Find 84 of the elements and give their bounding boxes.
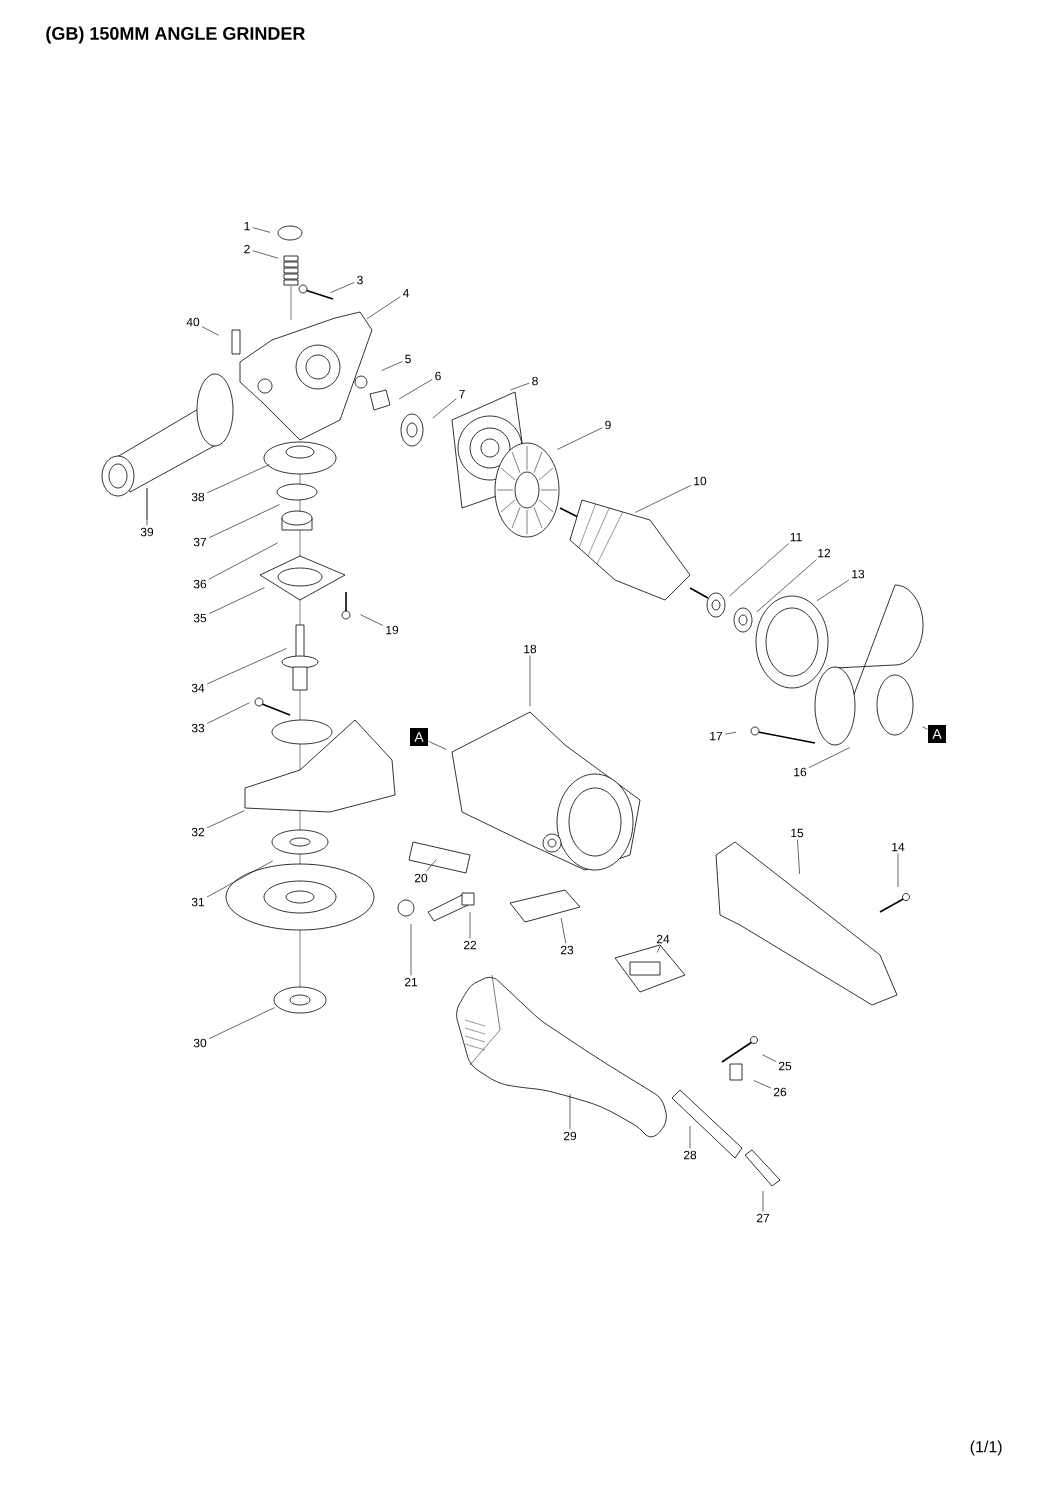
callout-number: 7: [459, 389, 465, 399]
callout-number: 9: [605, 420, 611, 430]
page-title: (GB) 150MM ANGLE GRINDER: [46, 26, 306, 44]
callout-number: 10: [694, 476, 707, 486]
callout-number: 30: [193, 1038, 207, 1048]
callout-number: 18: [524, 644, 537, 654]
callout-number: 11: [790, 532, 802, 542]
callout-number: 34: [191, 683, 205, 693]
callout-number: 25: [778, 1061, 792, 1071]
leader-line: [360, 614, 384, 626]
callout-number: 3: [357, 275, 363, 285]
leader-line: [206, 860, 274, 898]
callout-number: 6: [435, 371, 441, 381]
leader-line: [657, 945, 661, 953]
callout-number: 19: [386, 625, 399, 635]
callout-number: 15: [791, 828, 804, 838]
callout-number: 5: [405, 354, 411, 364]
callout-number: 16: [794, 767, 807, 777]
leader-line: [762, 1054, 777, 1062]
callout-number: 38: [191, 492, 205, 502]
leader-line: [560, 917, 567, 944]
callout-number: 22: [463, 940, 477, 950]
leader-line: [208, 504, 280, 539]
leader-line: [729, 543, 789, 597]
callout-number: 24: [656, 934, 670, 944]
callout-number: 4: [402, 288, 409, 298]
callout-number: 29: [563, 1131, 577, 1141]
page-number: (1/1): [970, 1440, 1002, 1456]
callout-number: 1: [244, 221, 250, 231]
callout-number: 8: [532, 376, 538, 386]
leader-line: [428, 741, 447, 750]
leader-line: [808, 747, 850, 768]
leader-line: [510, 382, 530, 391]
leader-line: [252, 227, 271, 233]
leader-line: [557, 427, 603, 450]
leader-line: [432, 398, 457, 419]
leader-line: [426, 859, 437, 872]
leader-line: [897, 853, 899, 888]
leader-line: [208, 542, 278, 580]
leader-line: [762, 1190, 764, 1212]
leader-line: [569, 1093, 571, 1130]
leader-line: [206, 702, 250, 724]
callout-number: 12: [818, 548, 831, 558]
callout-number: 23: [560, 945, 574, 955]
leader-line: [366, 296, 401, 319]
leader-line: [206, 648, 287, 685]
leader-line: [635, 485, 692, 513]
leader-line: [469, 911, 471, 939]
leader-line: [756, 559, 817, 613]
leader-line: [208, 1007, 275, 1039]
callout-number: 35: [193, 613, 207, 623]
leader-line: [252, 250, 279, 259]
callout-number: 26: [773, 1087, 787, 1097]
leader-line: [529, 655, 531, 707]
leader-line: [381, 361, 403, 371]
callout-number: 37: [193, 537, 207, 547]
callout-number: 39: [140, 527, 154, 537]
leader-line: [797, 839, 800, 875]
leader-line: [206, 464, 270, 494]
leader-line: [146, 487, 148, 526]
leader-line: [689, 1125, 691, 1149]
callout-number: 33: [191, 723, 205, 733]
leader-line: [724, 731, 737, 735]
leader-line: [330, 282, 355, 293]
callout-number: 28: [683, 1150, 697, 1160]
callout-number: 32: [191, 827, 205, 837]
callout-number: 40: [186, 317, 200, 327]
leader-line: [398, 379, 433, 400]
leader-line: [922, 726, 928, 730]
callout-number: 17: [710, 731, 723, 741]
leader-line: [206, 810, 245, 829]
callout-number: 36: [193, 579, 207, 589]
callout-number: 31: [191, 897, 205, 907]
callout-number: 2: [244, 244, 250, 254]
leader-line: [208, 587, 265, 615]
callout-number: 21: [404, 977, 418, 987]
callout-number: 20: [414, 873, 428, 883]
leader-line: [201, 326, 219, 336]
leader-line: [410, 923, 412, 976]
callout-number: 14: [892, 842, 905, 852]
callout-number: 27: [756, 1213, 770, 1223]
leader-line: [816, 579, 850, 602]
leader-line: [753, 1080, 772, 1089]
callout-number: 13: [852, 569, 865, 579]
